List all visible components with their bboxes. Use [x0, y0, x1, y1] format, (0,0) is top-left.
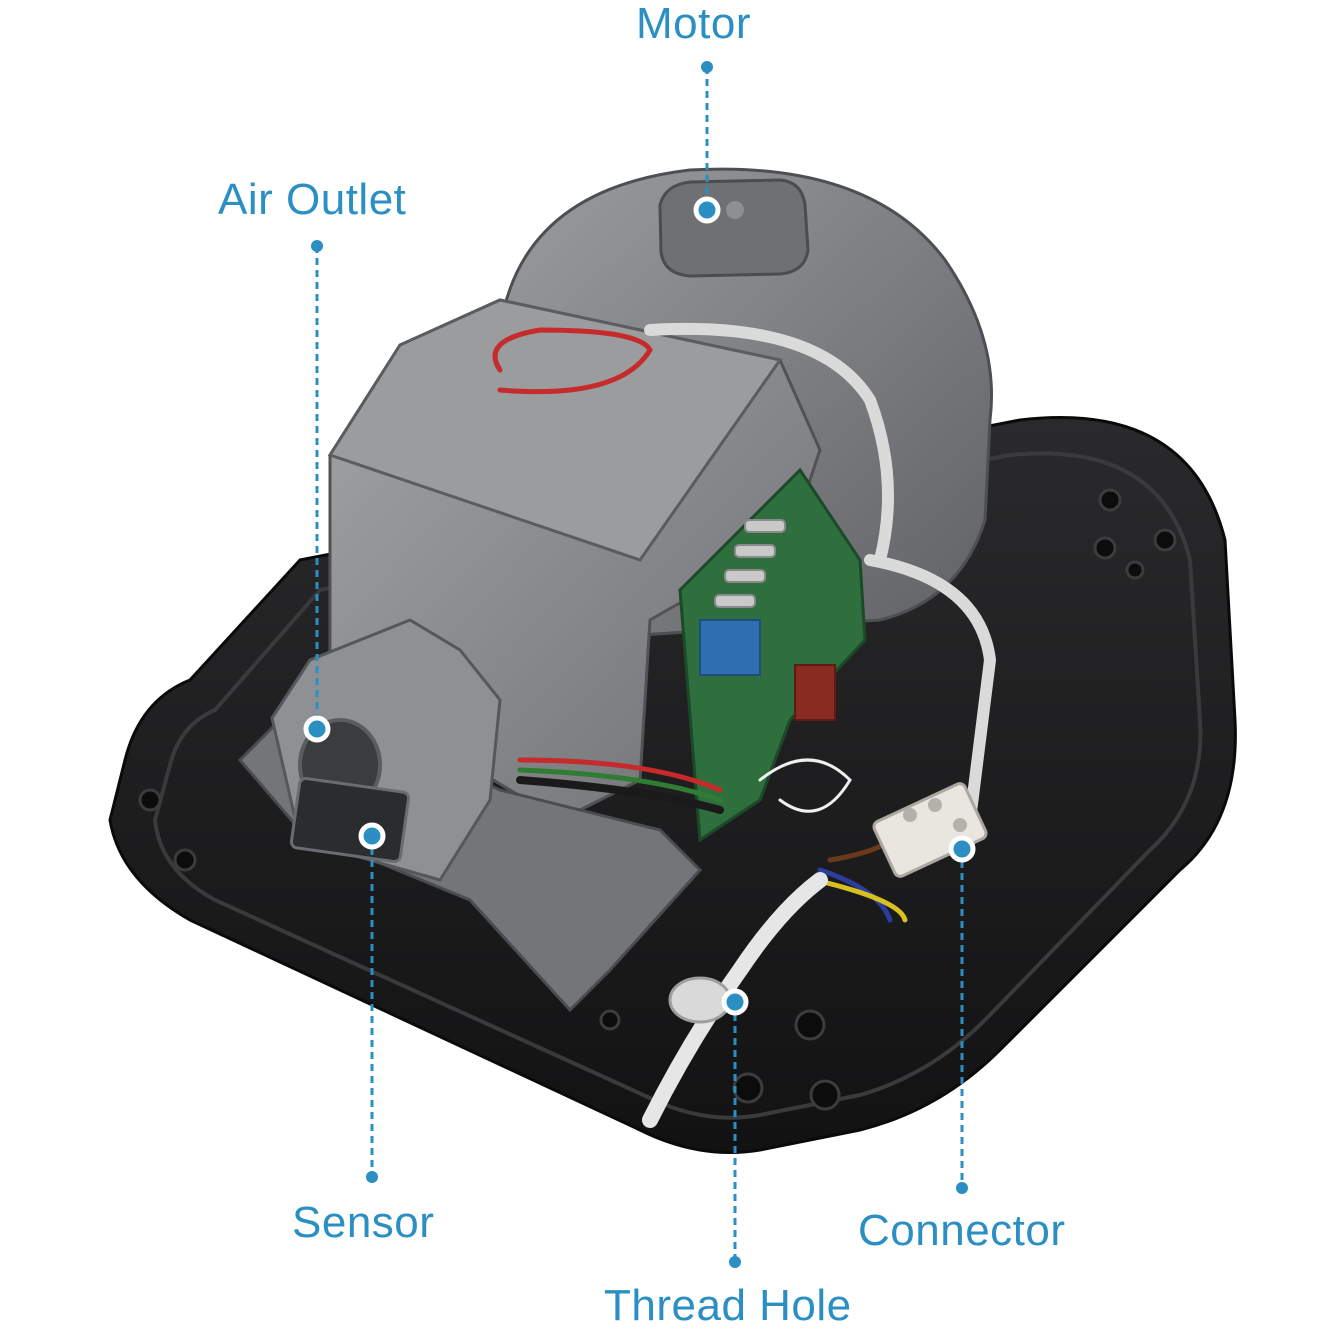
leader-dot-connector-bottom [956, 1182, 968, 1194]
leader-dot-thread-bottom [729, 1256, 741, 1268]
marker-air-outlet [303, 715, 331, 743]
housing-top [327, 298, 783, 562]
label-connector: Connector [858, 1206, 1066, 1255]
capacitor-component [794, 664, 836, 721]
mounting-holes [138, 488, 1177, 1111]
sensor-window [289, 776, 411, 864]
label-air-outlet: Air Outlet [218, 175, 407, 224]
leader-dot-air-top [311, 240, 323, 252]
terminal-pins [714, 519, 786, 608]
base-plate-rim [152, 451, 1203, 1120]
wiring [492, 322, 997, 1128]
label-motor: Motor [636, 0, 751, 48]
leader-dot-motor-top [701, 61, 713, 73]
connector-block [872, 782, 988, 878]
marker-sensor [358, 822, 386, 850]
leader-dot-sensor-bottom [366, 1171, 378, 1183]
thread-hole-grommet [668, 976, 732, 1024]
motor-cap [658, 178, 810, 278]
label-sensor: Sensor [292, 1198, 435, 1247]
label-thread-hole: Thread Hole [604, 1281, 852, 1330]
marker-connector [948, 835, 976, 863]
marker-motor [693, 196, 721, 224]
leader-lines [315, 67, 964, 1262]
marker-thread-hole [721, 988, 749, 1016]
relay-component [699, 619, 761, 676]
